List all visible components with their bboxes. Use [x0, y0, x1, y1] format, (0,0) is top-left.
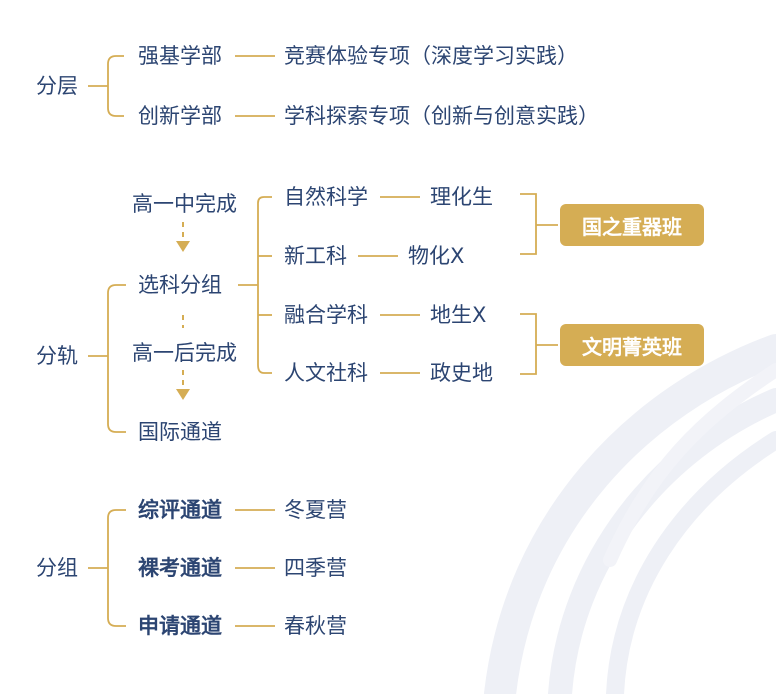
badge-guozhizhongqi: 国之重器班 [560, 204, 704, 246]
group-item-luokao-target: 四季营 [284, 556, 347, 580]
badge-wenmingjingying: 文明菁英班 [560, 324, 704, 366]
track-group-new-engineering: 新工科 [284, 244, 347, 268]
layer-item-chuangxin: 创新学部 [138, 104, 222, 128]
group-item-shenqing-target: 春秋营 [284, 614, 347, 638]
track-step1-note: 高一中完成 [132, 192, 237, 216]
track-step2-label: 选科分组 [138, 273, 222, 297]
track-group-fusion: 融合学科 [284, 303, 368, 327]
track-step3-note: 高一后完成 [132, 341, 237, 365]
group-root-label: 分组 [36, 556, 78, 580]
track-group-humanities: 人文社科 [284, 361, 368, 385]
group-item-shenqing: 申请通道 [138, 614, 222, 638]
group-item-zongping-target: 冬夏营 [284, 498, 347, 522]
track-group-natural-science-subjects: 理化生 [430, 185, 493, 209]
track-group-natural-science: 自然科学 [284, 185, 368, 209]
track-group-fusion-subjects: 地生X [430, 303, 487, 327]
track-group-new-engineering-subjects: 物化X [408, 244, 465, 268]
track-group-humanities-subjects: 政史地 [430, 361, 493, 385]
layer-item-qiangji-target: 竞赛体验专项（深度学习实践） [284, 44, 578, 68]
track-step4-label: 国际通道 [138, 420, 222, 444]
layer-item-qiangji: 强基学部 [138, 44, 222, 68]
group-item-zongping: 综评通道 [138, 498, 222, 522]
group-item-luokao: 裸考通道 [138, 556, 222, 580]
layer-item-chuangxin-target: 学科探索专项（创新与创意实践） [284, 104, 599, 128]
layer-root-label: 分层 [36, 74, 78, 98]
track-root-label: 分轨 [36, 344, 78, 368]
